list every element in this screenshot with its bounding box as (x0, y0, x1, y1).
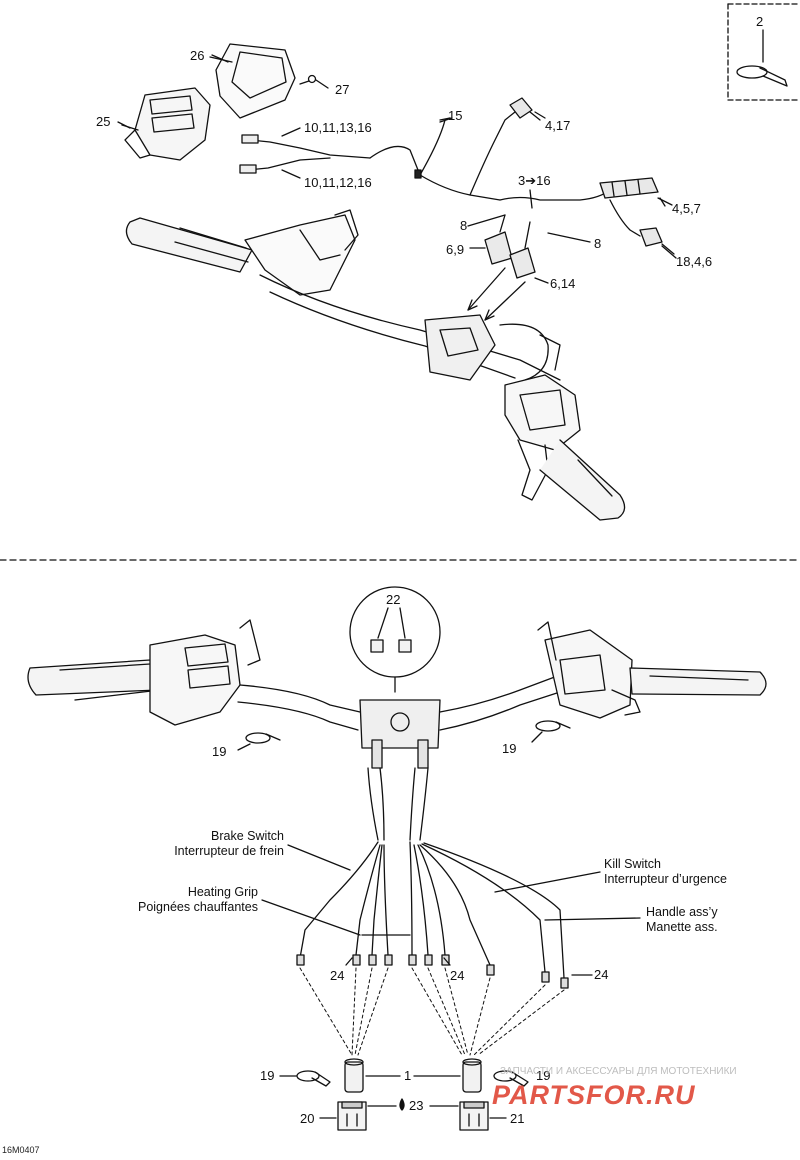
install-arrows (467, 267, 526, 321)
callout-19-bottom-right: 19 (536, 1068, 551, 1083)
callout-1: 1 (404, 1068, 412, 1083)
callout-18-4-6: 18,4,6 (676, 254, 713, 269)
cable-tie-19-right (531, 720, 571, 743)
socket-1-left (344, 1058, 364, 1093)
callout-2: 2 (756, 14, 764, 29)
callout-8-right: 8 (594, 236, 602, 251)
callout-10-11-12-16: 10,11,12,16 (304, 175, 372, 190)
callout-4-5-7: 4,5,7 (672, 201, 701, 216)
arrow-right-icon: ➔ (525, 173, 537, 188)
caption-heat-fr: Poignées chauffantes (137, 900, 258, 914)
callout-27: 27 (335, 82, 350, 97)
callout-19-bottom-left: 19 (260, 1068, 275, 1083)
connector-6-14 (509, 221, 549, 284)
callout-20: 20 (300, 1111, 315, 1126)
caption-handle-assy: Handle ass’y Manette ass. (646, 905, 718, 935)
connector-4-5-7 (599, 177, 673, 206)
callout-4-17: 4,17 (545, 118, 571, 133)
callout-16: 16 (536, 173, 551, 188)
harness-wires-left (239, 127, 371, 179)
callout-22: 22 (386, 592, 401, 607)
cable-tie-19-bottom-right (493, 1070, 529, 1087)
callout-6-14: 6,14 (550, 276, 576, 291)
caption-brake-switch: Brake Switch Interrupteur de frein (134, 829, 284, 859)
part-25-switch-housing (121, 87, 211, 161)
harness-main-15 (369, 111, 611, 201)
callout-24-right: 24 (594, 967, 609, 982)
handlebar-perspective-drawing (125, 209, 626, 521)
caption-brake-fr: Interrupteur de frein (174, 844, 284, 858)
caption-handle-en: Handle ass’y (646, 905, 718, 919)
cable-tie-19-left (237, 732, 281, 751)
callout-10-11-13-16: 10,11,13,16 (304, 120, 372, 135)
cable-tie-icon (736, 65, 788, 87)
part-26-cover (209, 43, 296, 119)
oil-drop-icon (399, 1098, 405, 1111)
routing-dashed-lines (299, 967, 565, 1056)
inset-box-cable-tie (727, 3, 799, 101)
part-27-screw (299, 74, 329, 89)
callout-3: 3 (518, 173, 526, 188)
callout-3-to-16: 3➔16 (518, 173, 551, 188)
callout-21: 21 (510, 1111, 525, 1126)
watermark-subtitle: ЗАПЧАСТИ И АКСЕССУАРЫ ДЛЯ МОТОТЕХНИКИ (500, 1066, 737, 1077)
connector-4-17 (509, 97, 546, 119)
caption-heating-grip: Heating Grip Poignées chauffantes (98, 885, 258, 915)
detail-circle-22 (349, 586, 441, 693)
wire-bundles (296, 767, 569, 989)
callout-25: 25 (96, 114, 111, 129)
caption-kill-switch: Kill Switch Interrupteur d’urgence (604, 857, 727, 887)
drawing-code: 16M0407 (2, 1145, 40, 1155)
callout-6-9: 6,9 (446, 242, 465, 257)
caption-kill-en: Kill Switch (604, 857, 661, 871)
connector-housing-20 (319, 1101, 367, 1131)
callout-15: 15 (448, 108, 463, 123)
callout-19-left: 19 (212, 744, 227, 759)
callout-19-right: 19 (502, 741, 517, 756)
socket-1-right (462, 1058, 482, 1093)
callout-26: 26 (190, 48, 205, 63)
connector-housing-21 (459, 1101, 507, 1131)
callout-24-mid: 24 (450, 968, 465, 983)
cable-tie-19-bottom-left (279, 1070, 331, 1087)
connector-6-9 (469, 214, 513, 265)
handlebar-front-drawing (27, 619, 767, 769)
caption-heat-en: Heating Grip (187, 885, 258, 899)
watermark-logo: PARTSFOR.RU (492, 1080, 696, 1110)
callout-24-left: 24 (330, 968, 345, 983)
callout-23: 23 (409, 1098, 424, 1113)
caption-brake-en: Brake Switch (211, 829, 284, 843)
caption-kill-fr: Interrupteur d’urgence (604, 872, 727, 886)
callout-8-left: 8 (460, 218, 468, 233)
caption-handle-fr: Manette ass. (646, 920, 718, 934)
connector-18-4-6 (609, 199, 675, 255)
